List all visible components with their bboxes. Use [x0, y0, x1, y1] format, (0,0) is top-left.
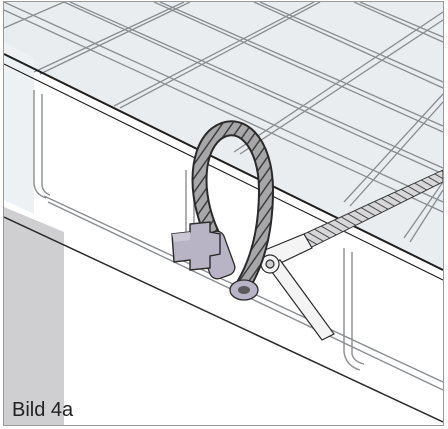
figure-caption: Bild 4a [12, 399, 74, 421]
technical-illustration [4, 2, 443, 425]
technical-illustration-frame: Bild 4a [3, 1, 444, 426]
rod-holder [259, 233, 335, 341]
cable-loop [193, 122, 273, 290]
wire-mesh-grid [4, 2, 443, 243]
grey-floor-edge [4, 207, 64, 425]
